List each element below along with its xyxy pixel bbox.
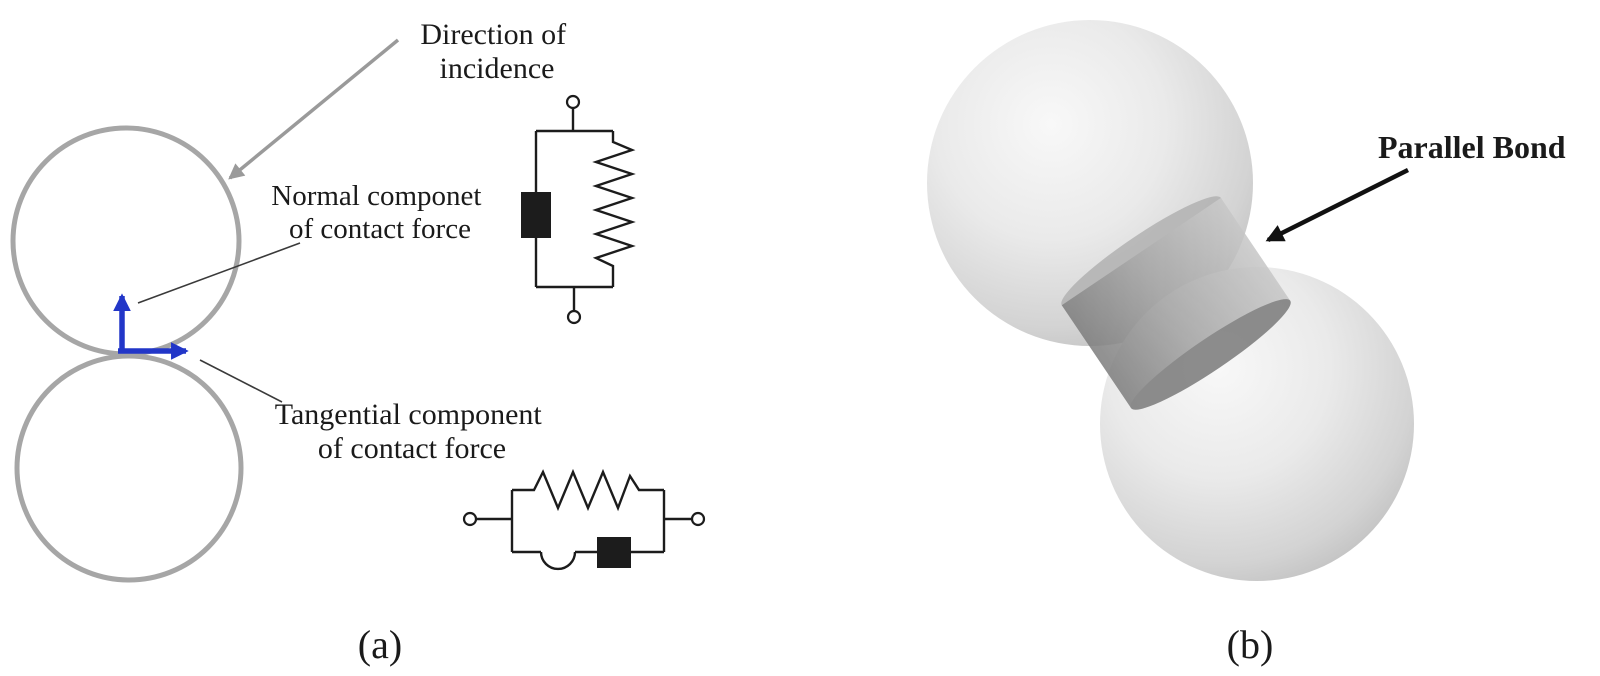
- normal-circuit-terminal-bottom: [566, 309, 582, 325]
- tangential-component-label: Tangential component of contact force: [275, 398, 549, 465]
- panel-a: Direction of incidence Normal componet o…: [10, 18, 706, 667]
- direction-line1: Direction of: [420, 18, 566, 51]
- normal-line1: Normal componet: [271, 180, 481, 212]
- panel-b: Parallel Bond (b): [927, 20, 1566, 667]
- incidence-arrow: [228, 38, 400, 180]
- tangential-leader-line: [199, 359, 283, 403]
- parallel-bond-cylinder: [1061, 196, 1291, 410]
- normal-circuit-terminal-top: [565, 94, 581, 110]
- normal-leader-line: [137, 242, 301, 304]
- bond-pointer-arrow: [1265, 167, 1410, 243]
- parallel-bond-label: Parallel Bond: [1378, 129, 1566, 165]
- normal-dashpot: [521, 192, 551, 238]
- caption-a: (a): [358, 622, 402, 667]
- tangential-circuit-terminal-left: [462, 511, 478, 527]
- particle-bottom-circle: [14, 353, 244, 583]
- tangential-spring: [512, 468, 664, 512]
- tangential-slider: [597, 537, 631, 568]
- tangential-circuit-terminal-right: [690, 511, 706, 527]
- bond-body: [1061, 197, 1291, 409]
- bond-cap-bottom: [1130, 299, 1291, 410]
- tangential-line1: Tangential component: [275, 398, 543, 431]
- particle-top-circle: [10, 125, 242, 357]
- normal-component-label: Normal componet of contact force: [271, 180, 488, 245]
- direction-line2: incidence: [440, 52, 555, 85]
- tangential-contact-circuit: [462, 468, 706, 571]
- direction-of-incidence-label: Direction of incidence: [420, 18, 573, 85]
- normal-spring: [592, 131, 636, 287]
- normal-line2: of contact force: [289, 213, 471, 245]
- tangential-friction-arc: [539, 551, 577, 571]
- caption-b: (b): [1227, 622, 1274, 667]
- normal-contact-circuit: [521, 94, 636, 325]
- tangential-line2: of contact force: [318, 432, 506, 465]
